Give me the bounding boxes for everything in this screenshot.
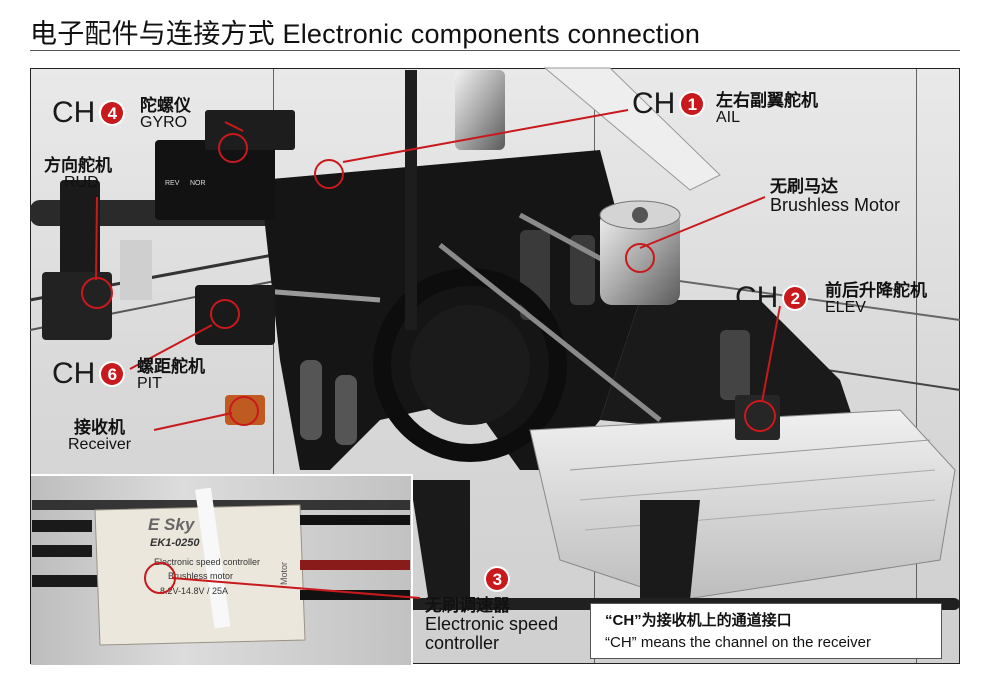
ch1-prefix: CH [632, 87, 676, 120]
motor-label-zh: 无刷马达 [770, 177, 838, 196]
rotor-head [455, 70, 505, 150]
rud-label: 方向舵机 RUD [44, 157, 112, 192]
ch1-label: 左右副翼舵机 AIL [716, 92, 818, 127]
brushless-motor [599, 200, 681, 305]
photo-divider [273, 69, 274, 663]
page-title: 电子配件与连接方式 Electronic components connecti… [30, 19, 701, 49]
ch4-label-en: GYRO [140, 113, 188, 131]
ch3-number-badge: 3 [486, 568, 509, 590]
ch3-prefix: CH [425, 562, 469, 595]
ch2-label: 前后升降舵机 ELEV [825, 282, 927, 317]
ch6-number-badge: 6 [101, 363, 124, 385]
esc-line1-text: Electronic speed controller [154, 557, 260, 567]
ch2-prefix: CH [735, 281, 779, 314]
rud-servo [42, 180, 152, 340]
esc-side-text: Motor [279, 562, 289, 585]
esc-brand-text: E Sky [148, 515, 196, 534]
gyro-nor-text: NOR [190, 180, 206, 187]
esc-model-text: EK1-0250 [150, 537, 200, 549]
motor-label: 无刷马达 Brushless Motor [770, 178, 900, 215]
ch6-label-zh: 螺距舵机 [137, 357, 205, 376]
cable-tie [195, 487, 231, 629]
ch3-label-en-line1: Electronic speed [425, 613, 559, 634]
ch6-label-en: PIT [137, 374, 162, 392]
motor-label-en: Brushless Motor [770, 194, 901, 215]
esc-label [94, 504, 306, 646]
ch4-prefix: CH [52, 96, 96, 129]
receiver-label-en: Receiver [68, 435, 132, 453]
rotor-blade [543, 67, 721, 191]
ch3-label-zh: 无刷调速器 [425, 596, 510, 615]
battery-pack [529, 409, 956, 601]
gyro-unit: REV NOR [155, 110, 295, 220]
ch6-label: 螺距舵机 PIT [137, 358, 205, 393]
esc-line2-text: Brushless motor [168, 571, 233, 581]
esc-line3-text: 8.2V-14.8V / 25A [160, 586, 228, 596]
channel-note-zh: “CH”为接收机上的通道接口 [605, 612, 792, 629]
ch4-label-zh: 陀螺仪 [140, 96, 191, 115]
receiver-label: 接收机 Receiver [68, 419, 131, 454]
gyro-rev-text: REV [165, 180, 180, 187]
ch3-label-en-line2: controller [425, 632, 500, 653]
photo-divider [916, 69, 917, 663]
ch2-label-zh: 前后升降舵机 [825, 281, 927, 300]
ch1-label-en: AIL [716, 108, 741, 126]
channel-note-box: “CH”为接收机上的通道接口 “CH” means the channel on… [590, 603, 942, 659]
ch3-callout: CH 3 [425, 562, 509, 595]
rud-label-zh: 方向舵机 [44, 156, 112, 175]
ch1-number-badge: 1 [681, 93, 704, 115]
receiver-label-zh: 接收机 [74, 418, 125, 437]
ch3-label: 无刷调速器 Electronic speed controller [425, 597, 558, 653]
pit-servo [195, 285, 275, 345]
channel-note-en: “CH” means the channel on the receiver [605, 634, 871, 651]
title-underline [30, 50, 960, 51]
rud-label-en: RUD [64, 173, 99, 191]
ch2-label-en: ELEV [825, 298, 866, 316]
ch6-prefix: CH [52, 357, 96, 390]
ch4-label: 陀螺仪 GYRO [140, 97, 191, 132]
ch4-number-badge: 4 [101, 102, 124, 124]
ch2-number-badge: 2 [784, 287, 807, 309]
ch1-label-zh: 左右副翼舵机 [716, 91, 818, 110]
main-gear [373, 268, 567, 462]
